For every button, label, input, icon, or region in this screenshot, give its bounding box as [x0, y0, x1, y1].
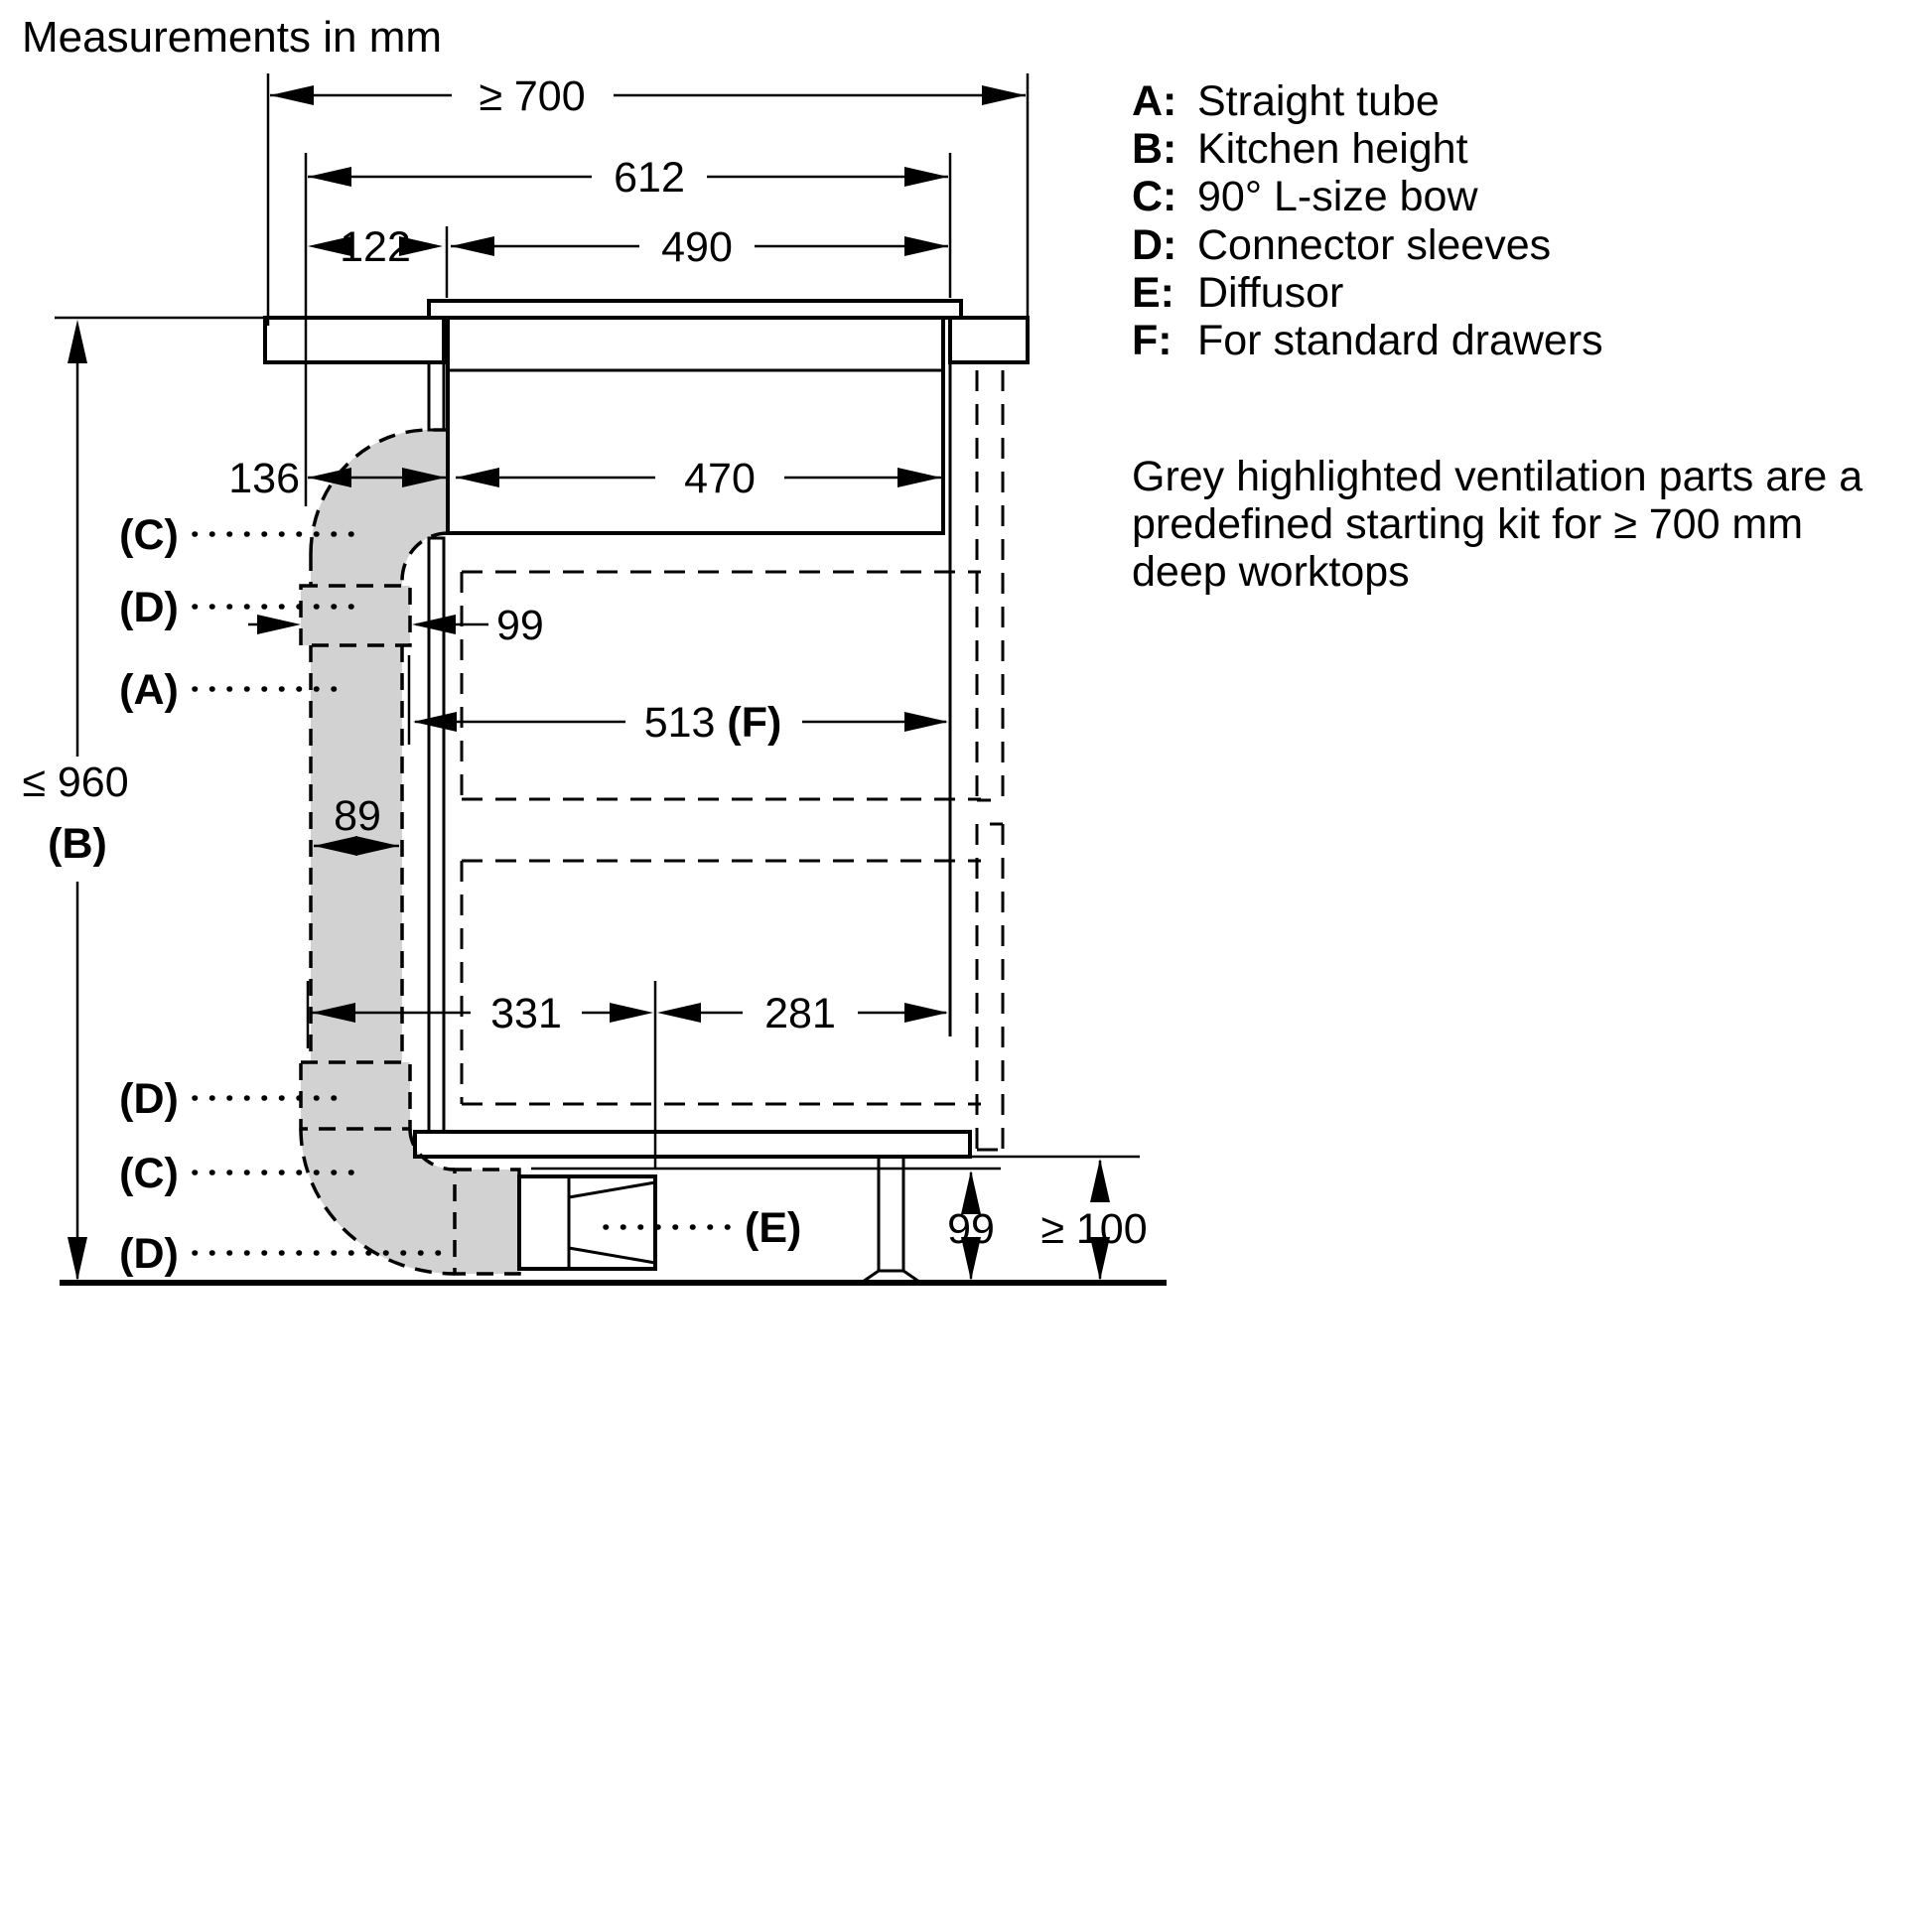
rear-duct-channel-dashed: [975, 370, 1005, 1152]
dim-kitchen-height: ≤ 960 (B): [22, 320, 129, 1281]
worktop-left-block: [263, 316, 446, 364]
dim-label-rear-clearance: 122: [340, 223, 411, 271]
svg-text:(D): (D): [119, 1230, 179, 1278]
hob: [427, 299, 963, 535]
part-label-sleeve-mid: (D): [119, 1075, 343, 1123]
dim-label-kitchen-height-ref: (B): [48, 820, 107, 868]
svg-text:(A): (A): [119, 666, 179, 714]
hob-body: [446, 316, 945, 535]
legend-key-d: D:: [1132, 221, 1176, 269]
cabinet-panels: [413, 360, 972, 1159]
dim-label-tube-width: 89: [334, 792, 381, 840]
duct-sleeve-mid: [301, 1062, 410, 1129]
dim-tube-width: 89: [314, 792, 399, 856]
legend-label-d: Connector sleeves: [1197, 221, 1551, 269]
dim-bottom-run-rear: 331: [312, 990, 653, 1037]
dim-label-drawer-clearance: 513 (F): [644, 699, 782, 747]
part-label-diffusor: (E): [603, 1204, 801, 1252]
worktop: [263, 316, 1030, 364]
dim-label-sleeve-width-top: 99: [496, 602, 544, 649]
legend-label-b: Kitchen height: [1197, 125, 1468, 173]
drawer-outline-upper: [460, 570, 981, 801]
duct-sleeve-top: [301, 586, 410, 645]
cabinet-bottom-shelf: [413, 1130, 972, 1159]
legend: A: Straight tube B: Kitchen height C: 90…: [1132, 77, 1603, 364]
hob-glass-top: [427, 299, 963, 320]
dim-duct-projection: 136: [228, 455, 446, 502]
legend-key-e: E:: [1132, 269, 1174, 317]
diffusor: [517, 1174, 657, 1271]
duct-sleeve-bottom: [455, 1170, 519, 1274]
dim-label-hob-body-depth: 470: [684, 455, 756, 502]
drawer-outline-lower: [460, 859, 981, 1106]
legend-label-c: 90° L-size bow: [1197, 173, 1478, 220]
svg-text:(C): (C): [119, 1150, 179, 1197]
dim-label-hob-total-depth: 612: [614, 154, 685, 202]
dim-label-min-worktop-depth: ≥ 700: [479, 72, 585, 120]
legend-key-b: B:: [1132, 125, 1176, 173]
part-label-straight-tube: (A): [119, 666, 350, 714]
dim-cutout-depth: 490: [451, 223, 948, 271]
duct-bow-top: [311, 430, 448, 586]
page-title: Measurements in mm: [22, 13, 442, 62]
dim-min-worktop-depth: ≥ 700: [270, 72, 1026, 120]
dim-drawer-clearance: 513 (F): [413, 699, 948, 747]
dim-hob-body-depth: 470: [456, 455, 941, 502]
dim-blower-floor-clearance: 99: [947, 1171, 995, 1281]
duct-bow-bottom: [301, 1129, 455, 1274]
cabinet-wall-upper: [427, 360, 446, 432]
dim-hob-total-depth: 612: [308, 154, 948, 202]
dim-bottom-run-front: 281: [657, 990, 948, 1037]
extension-lines: [55, 73, 1140, 1171]
legend-key-f: F:: [1132, 317, 1173, 364]
part-label-sleeve-top: (D): [119, 584, 362, 631]
worktop-right-block: [948, 316, 1030, 364]
dim-sleeve-width-top: 99: [248, 602, 544, 649]
note-line-3: deep worktops: [1132, 548, 1410, 596]
dim-label-blower-floor-clearance: 99: [947, 1205, 995, 1253]
grey-parts-note: Grey highlighted ventilation parts are a…: [1132, 453, 1863, 596]
part-label-bow-bottom: (C): [119, 1150, 366, 1197]
legend-key-c: C:: [1132, 173, 1176, 220]
dim-label-cutout-depth: 490: [661, 223, 733, 271]
legend-label-f: For standard drawers: [1197, 317, 1603, 364]
dim-label-bottom-run-rear: 331: [490, 990, 562, 1037]
note-line-2: predefined starting kit for ≥ 700 mm: [1132, 500, 1803, 548]
dim-label-plinth-clearance: ≥ 100: [1040, 1205, 1147, 1253]
dim-label-kitchen-height: ≤ 960: [22, 759, 128, 806]
svg-text:(D): (D): [119, 584, 179, 631]
dim-plinth-clearance: ≥ 100: [1040, 1159, 1148, 1281]
dim-label-duct-projection: 136: [228, 455, 300, 502]
svg-text:(C): (C): [119, 511, 179, 559]
dim-label-bottom-run-front: 281: [764, 990, 836, 1037]
legend-label-a: Straight tube: [1197, 77, 1440, 125]
legend-label-e: Diffusor: [1197, 269, 1343, 317]
legend-key-a: A:: [1132, 77, 1176, 125]
ventilation-kit-grey-parts: [301, 430, 519, 1274]
note-line-1: Grey highlighted ventilation parts are a: [1132, 453, 1863, 500]
part-label-sleeve-bottom: (D): [119, 1230, 450, 1278]
cabinet-leg: [858, 1157, 924, 1284]
svg-text:(D): (D): [119, 1075, 179, 1123]
svg-text:(E): (E): [745, 1204, 801, 1252]
dim-rear-clearance: 122: [308, 223, 443, 271]
part-label-bow-top: (C): [119, 511, 370, 559]
